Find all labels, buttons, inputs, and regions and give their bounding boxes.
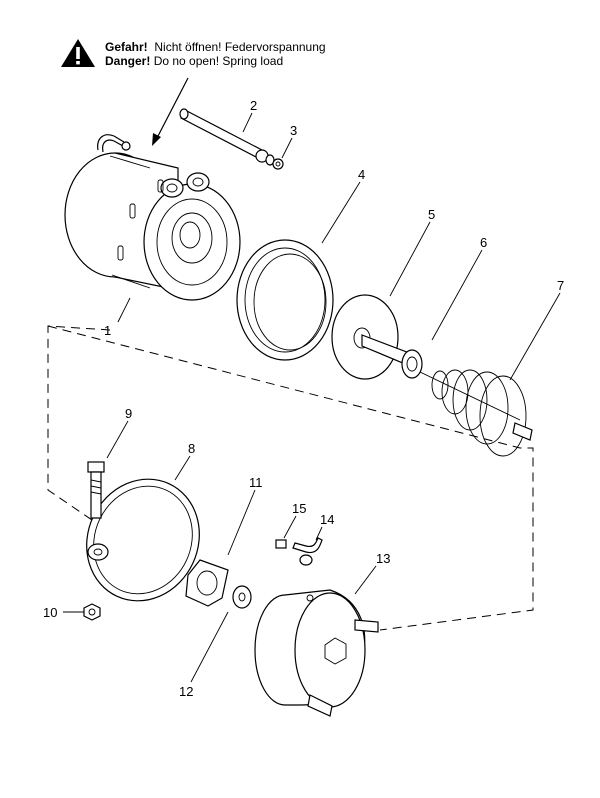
leader-lines (63, 112, 561, 683)
part-1-housing (64, 134, 241, 301)
callout-labels: 1 2 3 4 5 6 7 8 9 10 11 12 13 14 15 (43, 98, 564, 699)
part-4-diaphragm (236, 239, 334, 361)
callout-9: 9 (125, 406, 132, 421)
assembly-dashed-outline (47, 325, 111, 521)
callout-14: 14 (320, 512, 334, 527)
callout-7: 7 (557, 278, 564, 293)
callout-10: 10 (43, 605, 57, 620)
part-10-nut (83, 603, 101, 621)
callout-8: 8 (188, 441, 195, 456)
part-14-elbow (292, 537, 323, 566)
warning-message-en: Do no open! Spring load (153, 54, 284, 68)
warning-triangle-icon (61, 39, 95, 67)
callout-11: 11 (249, 475, 263, 490)
callout-6: 6 (480, 235, 487, 250)
callout-12: 12 (179, 684, 193, 699)
callout-4: 4 (358, 167, 365, 182)
part-3-nut (272, 158, 284, 170)
warning-message-de: Nicht öffnen! Federvorspannung (154, 40, 326, 54)
callout-1: 1 (104, 323, 111, 338)
part-13-chamber (254, 589, 379, 717)
callout-5: 5 (428, 207, 435, 222)
part-6-seal (401, 349, 423, 379)
part-11-gasket (185, 559, 229, 607)
part-5-piston-plate (331, 294, 413, 380)
callout-15: 15 (292, 501, 306, 516)
part-12-washer (232, 585, 252, 609)
warning-label-en: Danger! (105, 54, 151, 68)
callout-3: 3 (290, 123, 297, 138)
assembly-dashed-outline-right (47, 325, 534, 631)
part-15-plug (275, 539, 287, 549)
warning-notice: Gefahr! Nicht öffnen! Federvorspannung D… (60, 38, 360, 70)
part-9-bolt (87, 461, 105, 519)
warning-label-de: Gefahr! (105, 40, 148, 54)
callout-13: 13 (376, 551, 390, 566)
warning-pointer-arrow (152, 77, 189, 146)
part-2-release-bolt (179, 108, 275, 166)
warning-text: Gefahr! Nicht öffnen! Federvorspannung D… (105, 40, 326, 68)
callout-2: 2 (250, 98, 257, 113)
part-7-spring (419, 369, 533, 457)
